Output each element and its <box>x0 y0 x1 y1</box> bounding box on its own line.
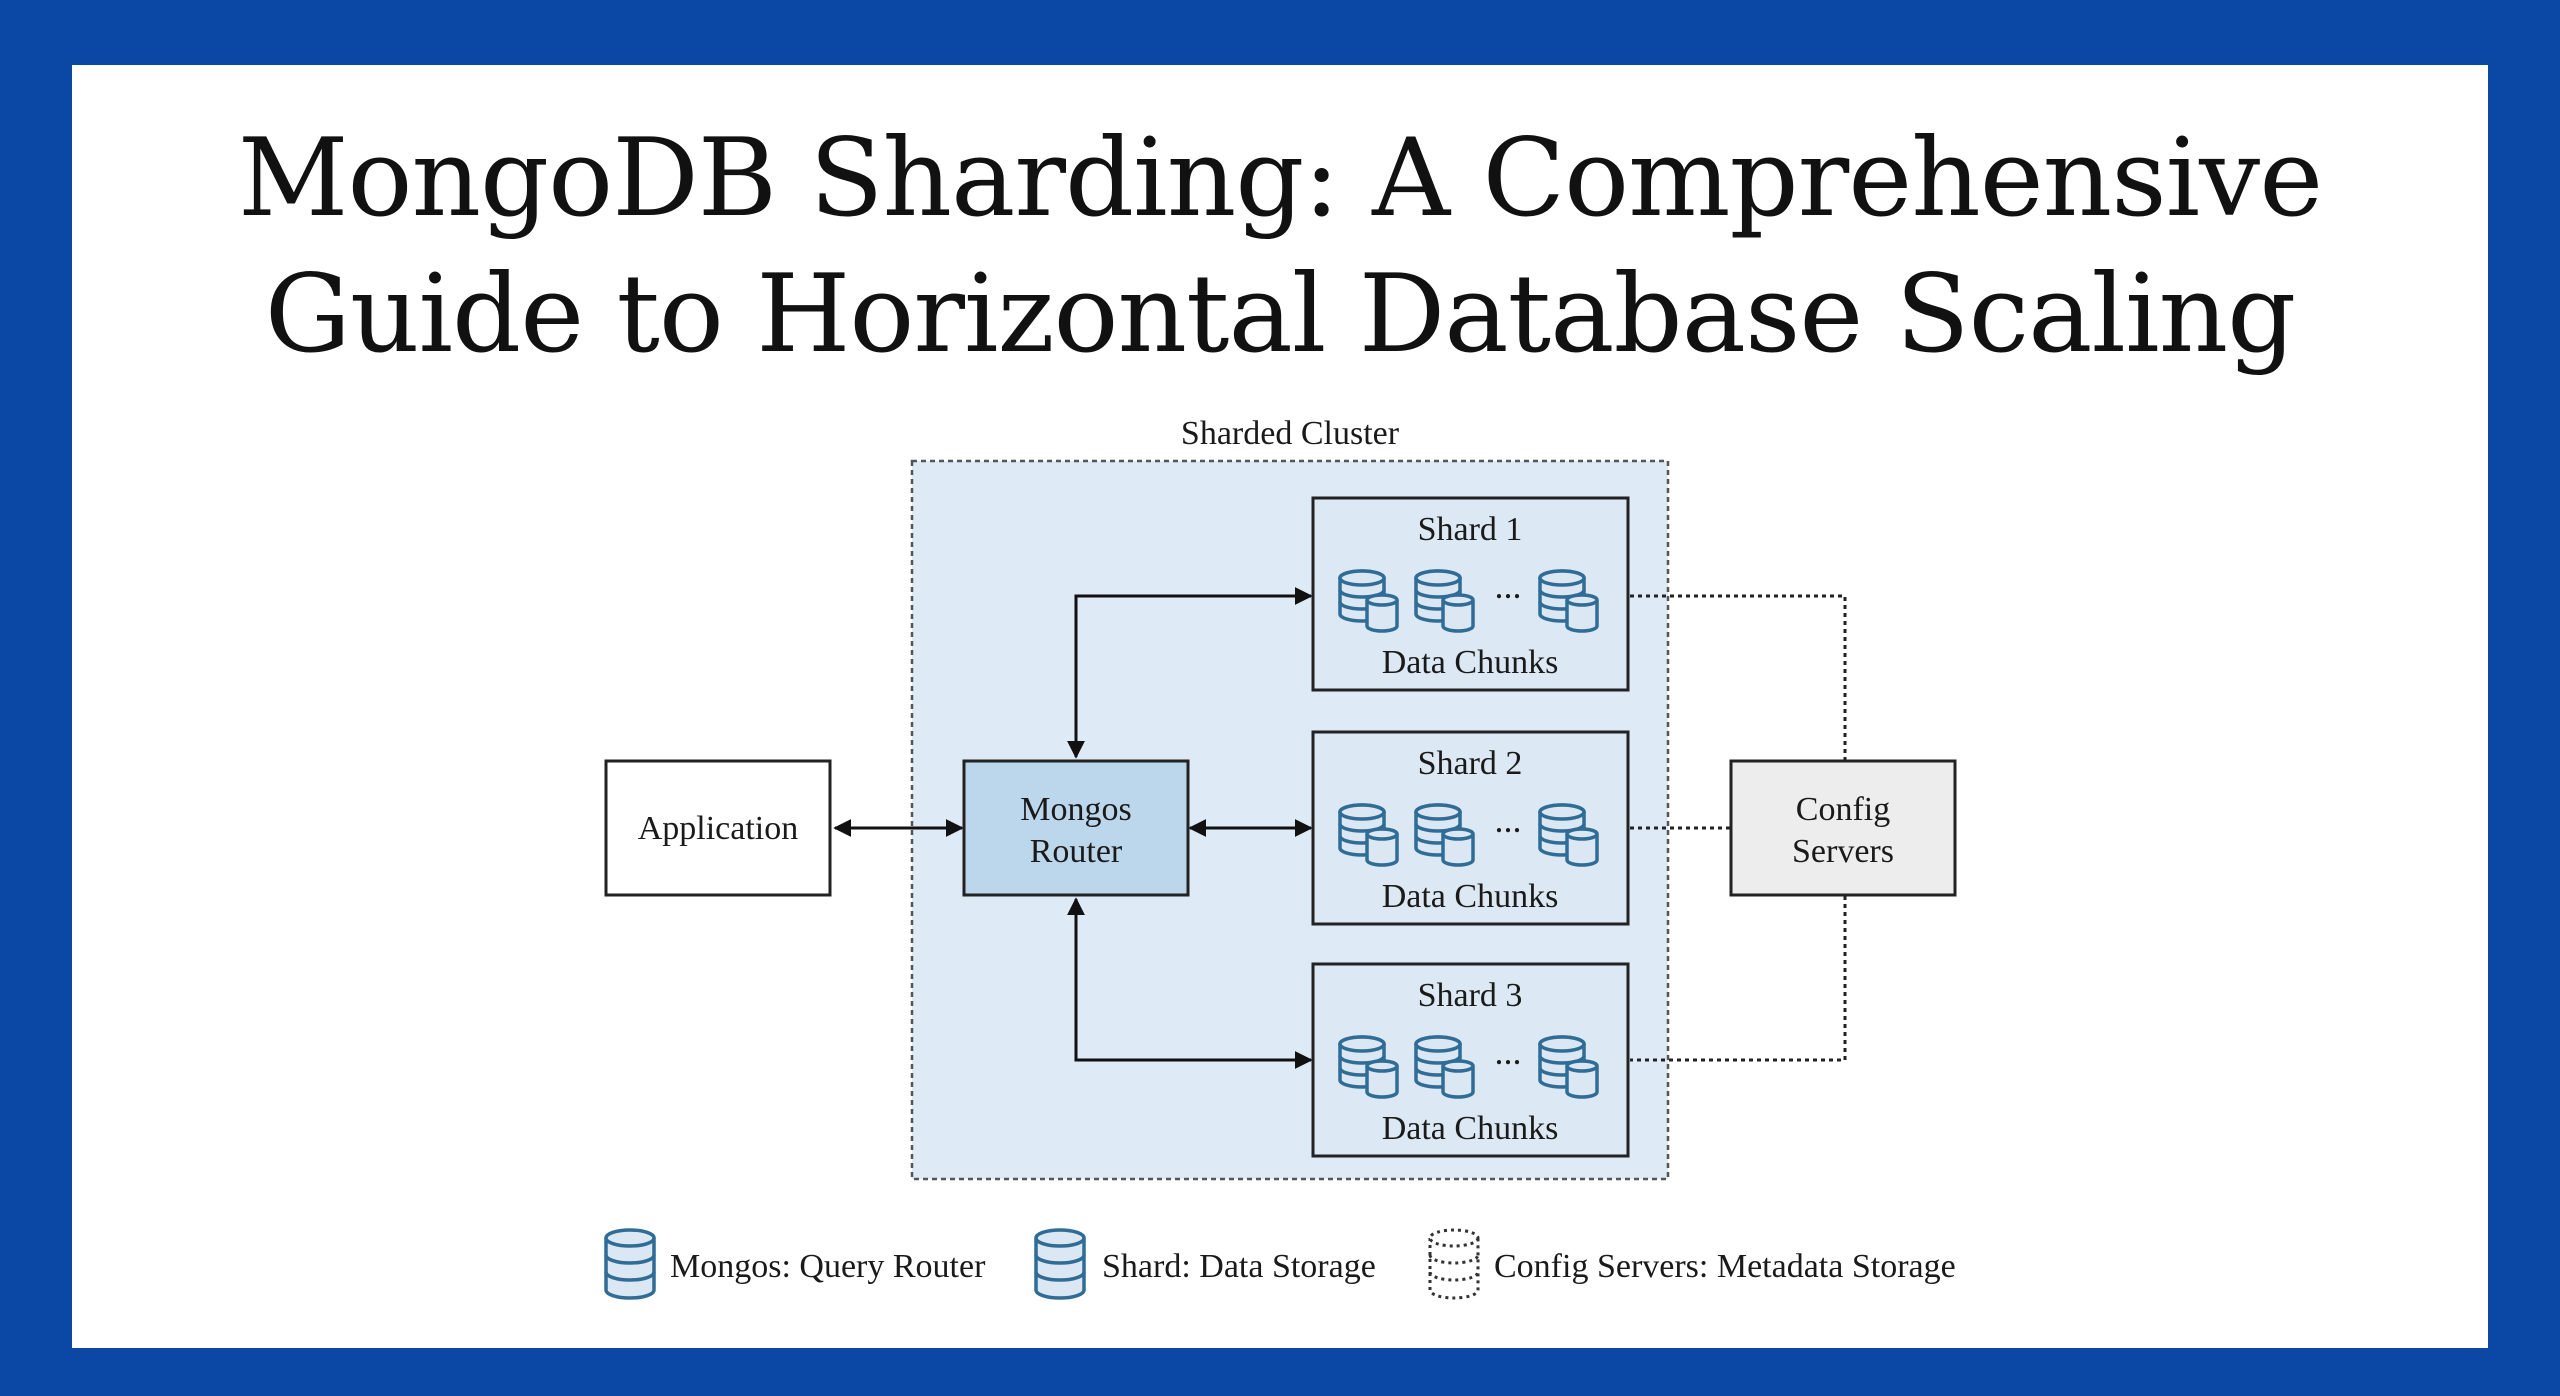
config-servers-node: Config Servers <box>1729 759 1957 897</box>
database-icon <box>1565 827 1599 867</box>
shard-3-node: Shard 3 ... Data Chunks <box>1311 962 1630 1158</box>
page-title: MongoDB Sharding: A Comprehensive Guide … <box>72 111 2488 383</box>
legend-item-mongos: Mongos: Query Router <box>604 1228 986 1300</box>
database-icon <box>1441 593 1475 633</box>
ellipsis: ... <box>1495 1032 1522 1072</box>
legend: Mongos: Query Router Shard: Data Storage… <box>604 1228 1956 1300</box>
database-icon <box>1034 1228 1086 1300</box>
cluster-label: Sharded Cluster <box>1181 415 1400 452</box>
shard-2-chunk-icons: ... <box>1338 800 1599 867</box>
application-label: Application <box>638 810 799 847</box>
title-line-2: Guide to Horizontal Database Scaling <box>264 252 2297 377</box>
database-dotted-icon <box>1428 1228 1480 1300</box>
legend-item-config: Config Servers: Metadata Storage <box>1428 1228 1956 1300</box>
application-node: Application <box>604 759 832 897</box>
router-label-line1: Mongos <box>1020 791 1131 828</box>
shard-1-chunk-icons: ... <box>1338 566 1599 633</box>
shard-2-chunks-label: Data Chunks <box>1382 878 1559 915</box>
mongos-router-node: Mongos Router <box>962 759 1190 897</box>
config-label-line1: Config <box>1796 791 1890 828</box>
shard-1-node: Shard 1 ... Data Chunks <box>1311 496 1630 692</box>
config-connectors <box>1630 594 1847 1062</box>
legend-label-mongos: Mongos: Query Router <box>670 1248 986 1285</box>
config-label-line2: Servers <box>1792 833 1894 870</box>
legend-item-shard: Shard: Data Storage <box>1034 1228 1376 1300</box>
router-shard1-arrow <box>1067 587 1313 759</box>
legend-label-shard: Shard: Data Storage <box>1102 1248 1376 1285</box>
router-label-line2: Router <box>1030 833 1123 870</box>
database-icon <box>604 1228 656 1300</box>
shard-2-label: Shard 2 <box>1418 745 1523 782</box>
legend-label-config: Config Servers: Metadata Storage <box>1494 1248 1956 1285</box>
shard-3-chunks-label: Data Chunks <box>1382 1110 1559 1147</box>
database-icon <box>1365 827 1399 867</box>
shard3-config-connector <box>1630 896 1847 1062</box>
shard-2-node: Shard 2 ... Data Chunks <box>1311 730 1630 926</box>
database-icon <box>1365 593 1399 633</box>
database-icon <box>1441 827 1475 867</box>
database-icon <box>1565 1059 1599 1099</box>
title-line-1: MongoDB Sharding: A Comprehensive <box>237 116 2323 241</box>
ellipsis: ... <box>1495 800 1522 840</box>
database-icon <box>1365 1059 1399 1099</box>
ellipsis: ... <box>1495 566 1522 606</box>
router-connectors <box>833 587 1313 1069</box>
router-shard3-arrow <box>1067 897 1313 1069</box>
shard-1-chunks-label: Data Chunks <box>1382 644 1559 681</box>
shard-1-label: Shard 1 <box>1418 511 1523 548</box>
shard-3-label: Shard 3 <box>1418 977 1523 1014</box>
database-icon <box>1565 593 1599 633</box>
database-icon <box>1441 1059 1475 1099</box>
shard-3-chunk-icons: ... <box>1338 1032 1599 1099</box>
